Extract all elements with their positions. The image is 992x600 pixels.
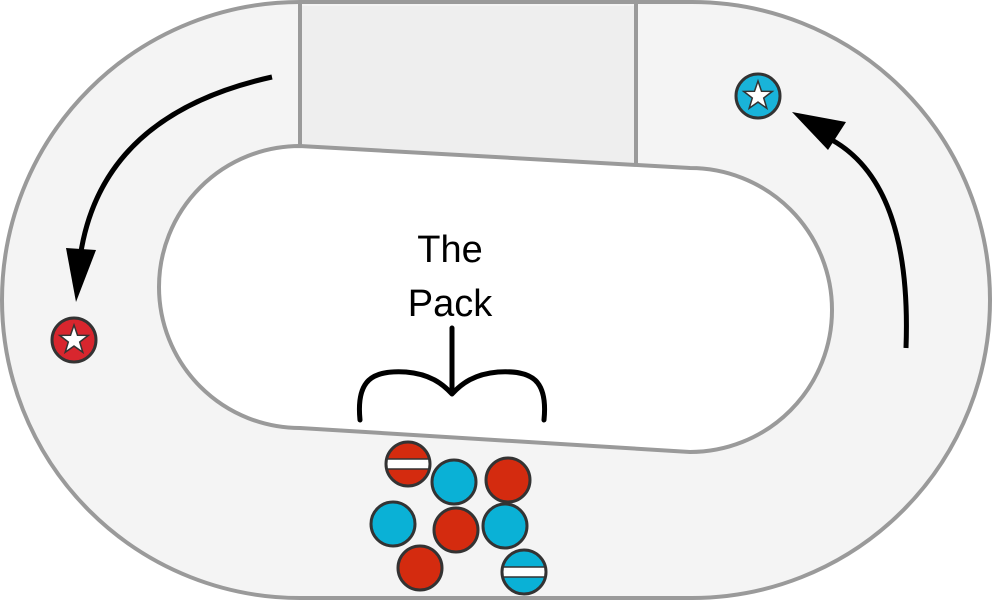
red-blocker <box>396 544 444 592</box>
stripe-icon <box>502 566 546 578</box>
red-blocker <box>484 456 532 504</box>
stripe-icon <box>386 458 430 470</box>
engagement-zone <box>302 6 634 164</box>
blue-blocker <box>369 500 417 548</box>
blue-pivot <box>500 548 548 596</box>
arrow-icon <box>66 74 273 302</box>
pack <box>369 440 548 596</box>
pack-label-line2: Pack <box>408 283 493 325</box>
red-jammer <box>50 316 98 364</box>
red-pivot <box>384 440 432 488</box>
red-blocker <box>432 506 480 554</box>
blue-blocker <box>430 458 478 506</box>
blue-blocker <box>481 502 529 550</box>
arrow-icon <box>792 112 909 349</box>
pack-label-line1: The <box>417 229 482 271</box>
infield <box>157 143 834 455</box>
pack-brace <box>356 325 548 423</box>
blue-jammer <box>734 72 782 120</box>
star-icon <box>741 78 775 111</box>
star-icon <box>57 322 91 355</box>
